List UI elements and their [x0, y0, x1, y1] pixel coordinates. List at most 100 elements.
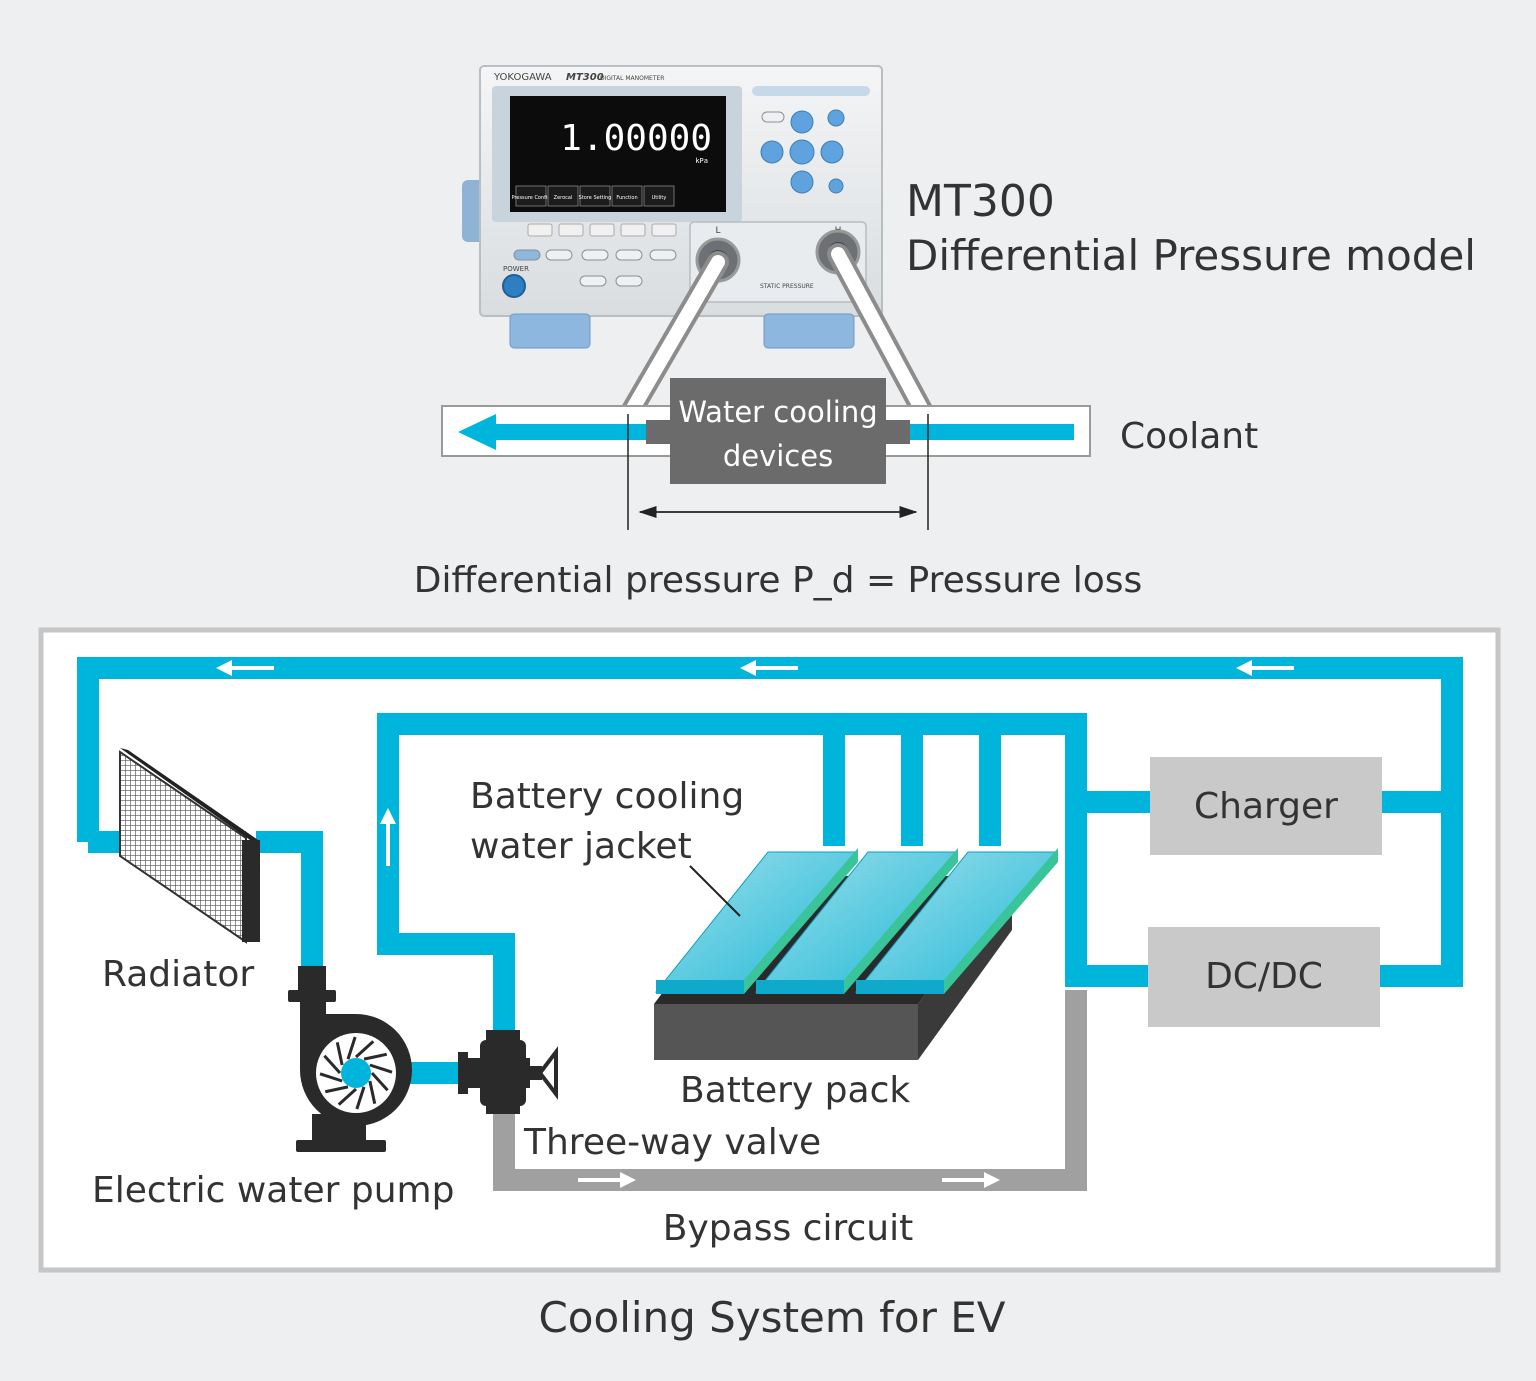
cooling-jacket-edge: [756, 980, 844, 994]
impeller-vane: [323, 1054, 342, 1075]
mode-key-4[interactable]: [649, 249, 677, 261]
arrow-up-button[interactable]: [790, 110, 814, 134]
impeller-vane: [324, 1085, 349, 1094]
tube-high: [831, 247, 929, 417]
front-keys: [513, 223, 677, 287]
device-brand: YOKOGAWA: [493, 72, 552, 83]
softkey-label-2: Store Setting: [579, 195, 612, 201]
valve-label: Three-way valve: [523, 1122, 821, 1163]
softkey-2: [579, 185, 611, 207]
menu-button[interactable]: [761, 111, 785, 123]
function-key-4[interactable]: [651, 223, 677, 237]
pump-label: Electric water pump: [92, 1170, 454, 1211]
radiator-side: [242, 840, 260, 942]
impeller-vane: [369, 1063, 393, 1074]
device-foot-right: [763, 313, 855, 349]
softkey-label-1: Zerocal: [554, 195, 573, 201]
radiator: [119, 748, 260, 944]
arrow-left-button[interactable]: [760, 140, 784, 164]
figure-caption: Cooling System for EV: [538, 1293, 1005, 1342]
screen-unit: kPa: [695, 157, 708, 165]
impeller-vane: [335, 1041, 344, 1066]
power-button[interactable]: [502, 274, 526, 298]
function-key-2[interactable]: [589, 223, 615, 237]
softkey-label-4: Utility: [652, 195, 667, 201]
device-model-badge: MT300: [566, 72, 604, 83]
battery-front: [654, 1004, 918, 1060]
pump-base: [296, 1140, 386, 1152]
flow-arrow-icon: [1236, 660, 1294, 676]
model-description: Differential Pressure model: [906, 231, 1476, 280]
cooling-jacket-side: [944, 848, 1058, 994]
enter-button[interactable]: [789, 139, 815, 165]
pump-stand: [312, 1114, 366, 1144]
dcdc-label: DC/DC: [1205, 956, 1323, 997]
flow-arrow-icon: [216, 660, 274, 676]
outer-loop-pipe: [77, 657, 1463, 987]
arrow-down-button[interactable]: [790, 170, 814, 194]
radiator-label: Radiator: [102, 954, 254, 995]
impeller-vane: [354, 1040, 375, 1059]
charger-label: Charger: [1194, 786, 1338, 827]
electric-water-pump: [288, 966, 412, 1152]
tube-low: [625, 255, 725, 417]
mode-key-0[interactable]: [513, 249, 541, 261]
valve-bottom-flange: [486, 1104, 520, 1114]
model-name: MT300: [906, 176, 1055, 227]
mt300-device: YOKOGAWA MT300 DIGITAL MANOMETER 1.00000…: [462, 65, 883, 349]
water-cooling-device-box: [670, 378, 886, 484]
power-label: POWER: [503, 265, 529, 273]
battery-pack-label: Battery pack: [680, 1070, 910, 1111]
mode-key-2[interactable]: [581, 249, 609, 261]
impeller-vane: [363, 1052, 388, 1061]
impeller-vane: [370, 1071, 389, 1092]
device-label-line2: devices: [723, 439, 833, 473]
key-lock-button[interactable]: [828, 178, 844, 194]
inner-loop-pipe: [377, 713, 1150, 1040]
flow-arrow-icon: [740, 660, 798, 676]
device-foot-left: [509, 313, 591, 349]
mode-key-5[interactable]: [579, 275, 607, 287]
formula-label: Differential pressure P_d = Pressure los…: [414, 560, 1143, 601]
pump-outlet-eye: [341, 1058, 371, 1088]
cooling-jacket-side: [744, 848, 858, 994]
valve-top-flange: [486, 1030, 520, 1040]
bypass-arrow-icon: [578, 1172, 636, 1188]
jacket-label-line1: Battery cooling: [470, 776, 744, 817]
function-key-1[interactable]: [558, 223, 584, 237]
bypass-arrow-icon: [942, 1172, 1000, 1188]
flow-arrows: [216, 660, 1294, 1188]
valve-left-flange: [458, 1052, 468, 1094]
radiator-top-edge: [120, 748, 258, 840]
cooling-jacket-edge: [856, 980, 944, 994]
radiator-out-pipe: [256, 831, 323, 972]
mode-key-1[interactable]: [545, 249, 573, 261]
bypass-pipe: [493, 990, 1087, 1191]
dcdc-box: [1148, 927, 1380, 1027]
jacket-label-line2: water jacket: [470, 826, 692, 867]
flow-arrow-up-icon: [380, 808, 396, 866]
softkey-3: [611, 185, 643, 207]
cooling-jackets: [654, 848, 1058, 994]
function-key-0[interactable]: [527, 223, 553, 237]
valve-body: [480, 1040, 526, 1106]
coolant-pipe: Water cooling devices: [441, 378, 1091, 484]
pump-flange: [288, 990, 336, 1002]
valve-handle-icon[interactable]: [537, 1046, 558, 1100]
function-key-3[interactable]: [620, 223, 646, 237]
device-subtitle: DIGITAL MANOMETER: [600, 75, 664, 82]
softkey-4: [643, 185, 675, 207]
esc-button[interactable]: [827, 109, 845, 127]
jacket-leader-line: [689, 865, 741, 917]
softkey-label-0: Pressure Config: [512, 195, 551, 201]
flow-arrow-left-icon: [458, 414, 496, 450]
three-way-valve: [458, 1030, 558, 1114]
mode-key-6[interactable]: [615, 275, 643, 287]
screen-reading: 1.00000: [560, 118, 712, 159]
arrow-right-button[interactable]: [820, 140, 844, 164]
softkey-1: [547, 185, 579, 207]
port-low-label: L: [715, 226, 720, 236]
mode-key-3[interactable]: [615, 249, 643, 261]
